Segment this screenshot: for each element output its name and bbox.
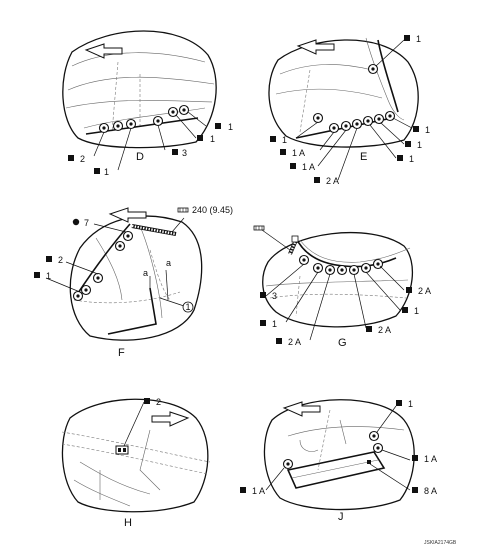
view-h-outline bbox=[61, 398, 209, 513]
sealer-strip bbox=[131, 224, 177, 236]
view-label-j: J bbox=[338, 511, 344, 523]
direction-arrow-icon bbox=[296, 39, 335, 55]
view-label-f: F bbox=[118, 347, 125, 359]
ref-circle-label: 1 bbox=[186, 302, 191, 312]
ref-circle-icon bbox=[182, 301, 194, 313]
callout-e-1a-b: 1 A bbox=[302, 162, 315, 172]
callout-j-8a: 8 A bbox=[424, 486, 437, 496]
view-g-outline bbox=[262, 231, 414, 328]
callout-e-1c: 1 bbox=[417, 140, 422, 150]
callout-d-1a: 1 bbox=[228, 122, 233, 132]
view-label-g: G bbox=[338, 337, 347, 349]
callout-e-2a: 2 A bbox=[326, 176, 339, 186]
view-d: 1 1 2 1 3 D bbox=[62, 30, 233, 177]
view-e: 1 1 1 1 1 1 A 1 A 2 A E bbox=[268, 34, 430, 186]
view-g: 3 1 2 A 2 A 1 2 A G bbox=[253, 225, 431, 349]
view-d-outline bbox=[62, 30, 217, 149]
callout-j-1: 1 bbox=[408, 399, 413, 409]
view-j-outline bbox=[263, 399, 415, 511]
direction-arrow-icon bbox=[151, 411, 190, 427]
callout-g-1a: 1 bbox=[272, 319, 277, 329]
callout-f-2: 2 bbox=[58, 255, 63, 265]
callout-e-1d: 1 bbox=[409, 154, 414, 164]
view-label-d: D bbox=[136, 151, 144, 163]
weld-points bbox=[282, 430, 384, 470]
direction-arrow-icon bbox=[108, 207, 147, 223]
bullet-dot-icon bbox=[72, 218, 80, 226]
sealer-icon bbox=[177, 207, 189, 213]
weld-points bbox=[72, 230, 134, 302]
direction-arrow-icon bbox=[282, 401, 321, 417]
sealer-dimension: 240 (9.45) bbox=[192, 205, 233, 215]
callout-f-7: 7 bbox=[84, 218, 89, 228]
callout-e-1a-a: 1 A bbox=[292, 148, 305, 158]
view-f-outline bbox=[69, 215, 203, 341]
callout-d-1c: 1 bbox=[104, 167, 109, 177]
callout-h-2: 2 bbox=[156, 397, 161, 407]
callout-d-1b: 1 bbox=[210, 134, 215, 144]
direction-arrow-icon bbox=[84, 43, 123, 59]
callout-g-2a-b: 2 A bbox=[378, 325, 391, 335]
callout-e-1e: 1 bbox=[282, 135, 287, 145]
dim-a-2: a bbox=[166, 258, 171, 268]
callout-j-1a-b: 1 A bbox=[252, 486, 265, 496]
callout-d-3: 3 bbox=[182, 148, 187, 158]
callout-e-1a: 1 bbox=[416, 34, 421, 44]
callout-g-3: 3 bbox=[272, 291, 277, 301]
callout-f-1: 1 bbox=[46, 271, 51, 281]
dim-a-1: a bbox=[143, 268, 148, 278]
view-j: 1 1 A 1 A 8 A J bbox=[240, 399, 437, 523]
sealer-icon bbox=[253, 225, 265, 231]
view-f: a a 1 7 240 (9.45) 2 1 F bbox=[34, 205, 233, 359]
view-label-e: E bbox=[360, 151, 367, 163]
callout-d-2: 2 bbox=[80, 154, 85, 164]
figure-code: JSKIA2174GB bbox=[424, 540, 457, 546]
callout-j-1a-a: 1 A bbox=[424, 454, 437, 464]
callout-g-1b: 1 bbox=[414, 306, 419, 316]
view-h: 2 H bbox=[61, 397, 211, 529]
view-e-outline bbox=[268, 39, 419, 148]
view-label-h: H bbox=[124, 517, 132, 529]
callout-e-1b: 1 bbox=[425, 125, 430, 135]
callout-g-2a-c: 2 A bbox=[418, 286, 431, 296]
callout-g-2a-a: 2 A bbox=[288, 337, 301, 347]
weld-points bbox=[312, 63, 396, 134]
